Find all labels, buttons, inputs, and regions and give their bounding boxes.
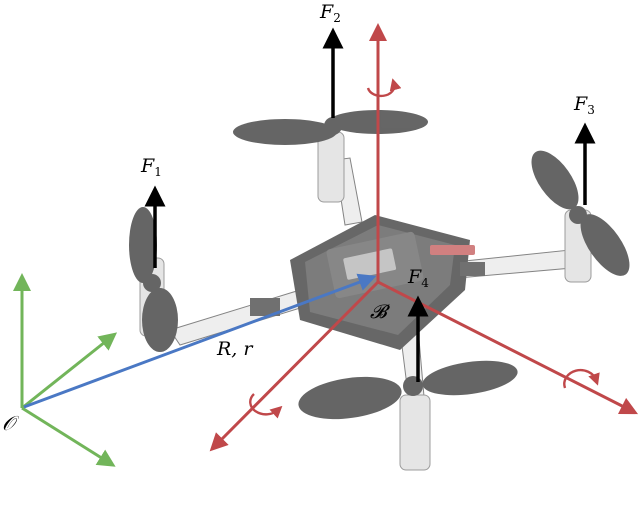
drone-body [250, 215, 485, 350]
label-world-frame: 𝒪 [2, 411, 20, 435]
label-f1: F1 [140, 155, 162, 179]
label-body-frame: 𝓑 [370, 301, 390, 323]
rotation-arrow-z [366, 78, 402, 98]
label-f4: F4 [407, 266, 429, 290]
labels: F1 F2 F3 F4 𝓑 𝒪 R, r [2, 1, 595, 435]
position-vector [23, 273, 377, 409]
label-position-vector: R, r [216, 338, 254, 360]
rotation-arrow-y [249, 393, 283, 419]
thrust-vectors [144, 27, 596, 382]
label-f2: F2 [319, 1, 341, 25]
rotation-arrows [249, 78, 600, 419]
world-axis-x [21, 406, 116, 467]
label-f3: F3 [573, 93, 595, 117]
body-axis-y [209, 280, 380, 452]
propellers [129, 110, 630, 420]
world-frame-axes [13, 273, 118, 467]
quadrotor [129, 110, 630, 471]
rotation-arrow-x [563, 368, 600, 389]
world-axis-y [21, 332, 118, 410]
